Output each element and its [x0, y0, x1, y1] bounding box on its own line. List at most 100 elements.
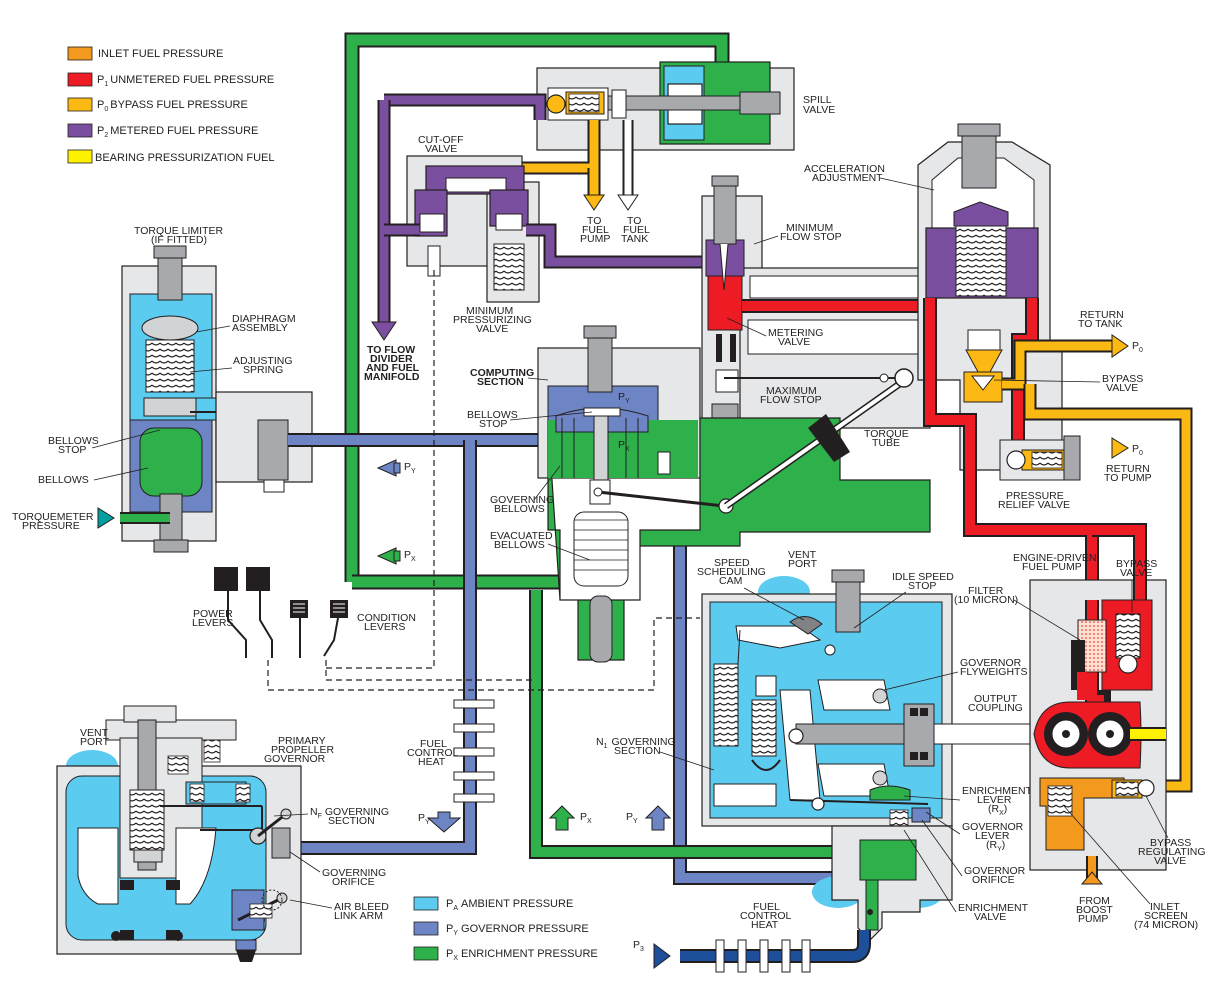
legend-label-bypass: BYPASS FUEL PRESSURE: [110, 99, 248, 111]
p3-line: P3 FUEL CONTROL HEAT: [633, 901, 871, 973]
label-relief-2: RELIEF VALVE: [998, 499, 1070, 511]
label-inlet-screen-2: SCREEN: [1144, 910, 1188, 922]
label-torque-tube-2: TUBE: [872, 437, 900, 449]
label-p: P: [404, 461, 411, 473]
label-idle-2: STOP: [908, 580, 936, 592]
label-p: P: [618, 439, 625, 451]
label-from-boost-3: PUMP: [1078, 913, 1108, 925]
label-relief-1: PRESSURE: [1006, 490, 1064, 502]
label-vent-port-l1: VENT: [80, 727, 109, 739]
label-idle-1: IDLE SPEED: [892, 571, 954, 583]
label-torquemeter-2: PRESSURE: [22, 520, 80, 532]
legend-item-bearing: BEARING PRESSURIZATION FUEL: [67, 149, 275, 164]
label-sub-x: X: [625, 446, 630, 453]
enrichment-lines-bottom: [529, 590, 850, 859]
label-power-2: LEVERS: [192, 617, 233, 629]
label-enrich-valve-1: ENRICHMENT: [958, 902, 1029, 914]
svg-text:PX: PX: [580, 811, 592, 825]
label-inlet-screen-1: INLET: [1150, 901, 1180, 913]
label-n1-prefix: N: [596, 736, 604, 748]
label-fuel-heat-b2: CONTROL: [740, 910, 791, 922]
label-cutoff-1: CUT-OFF: [418, 134, 464, 146]
legend-sub: 2: [104, 132, 108, 139]
label-condition-2: LEVERS: [364, 621, 405, 633]
label-bypass-reg-2: REGULATING: [1138, 846, 1205, 858]
legend-prefix: P: [97, 74, 104, 86]
label-vent-port-2: PORT: [788, 558, 818, 570]
legend-sub: X: [453, 955, 458, 962]
label-sub-3: 3: [640, 946, 644, 953]
label-adjusting-1: ADJUSTING: [233, 355, 293, 367]
legend-label-enrichment: ENRICHMENT PRESSURE: [461, 948, 598, 960]
fuel-control-heat-left: FUEL CONTROL HEAT PY: [407, 699, 495, 833]
label-p: P: [1132, 340, 1139, 352]
svg-text:PY: PY: [418, 812, 430, 826]
label-gov-orifice-r1: GOVERNOR: [964, 865, 1026, 877]
legend-prefix: P: [446, 948, 453, 960]
label-power-1: POWER: [193, 608, 233, 620]
label-accel-2: ADJUSTMENT: [812, 172, 883, 184]
label-r-close: ): [1002, 839, 1006, 851]
label-output-1: OUTPUT: [974, 693, 1018, 705]
label-p: P: [1132, 443, 1139, 455]
label-gov-orifice-l2: ORIFICE: [332, 876, 375, 888]
label-min-press-1: MINIMUM: [466, 305, 513, 317]
label-sub-0: 0: [1139, 347, 1143, 354]
svg-text:P0: P0: [1132, 443, 1143, 457]
label-return-pump-1: RETURN: [1106, 463, 1150, 475]
svg-text:P0: P0: [1132, 340, 1143, 354]
label-accel-1: ACCELERATION: [804, 163, 885, 175]
legend-sub: 0: [104, 106, 108, 113]
label-bellows: BELLOWS: [38, 474, 89, 486]
pump-gears: [1044, 712, 1132, 756]
label-to-flow-4: MANIFOLD: [364, 371, 420, 383]
cutoff-valve-assembly: CUT-OFF VALVE MINIMUM PRESSURIZING VALVE…: [364, 93, 710, 383]
legend-sub: Y: [453, 930, 458, 937]
label-to-fuel-tank-1: TO: [627, 215, 641, 227]
label-sub-y: Y: [425, 819, 430, 826]
bypass-to-pump-line: TO FUEL PUMP TO FUEL TANK: [520, 120, 650, 245]
label-metering-1: METERING: [768, 327, 823, 339]
svg-text:(RY): (RY): [986, 839, 1005, 853]
label-sub-y: Y: [411, 468, 416, 475]
label-speed-sched-3: CAM: [719, 575, 742, 587]
svg-text:(RX): (RX): [988, 803, 1007, 817]
label-gov-orifice-r2: ORIFICE: [972, 874, 1015, 886]
legend-label-unmetered: UNMETERED FUEL PRESSURE: [110, 74, 274, 86]
enrichment-line-top: [344, 32, 730, 590]
label-sub-x: X: [999, 810, 1004, 817]
label-return-pump-2: TO PUMP: [1104, 472, 1152, 484]
label-gov-fly-2: FLYWEIGHTS: [960, 666, 1027, 678]
label-to-fuel-pump-3: PUMP: [580, 233, 610, 245]
label-spill-valve-2: VALVE: [803, 104, 835, 116]
legend-prefix: P: [97, 99, 104, 111]
label-max-flow-2: FLOW STOP: [760, 394, 822, 406]
label-to-fuel-pump-2: FUEL: [582, 224, 609, 236]
label-max-flow-1: MAXIMUM: [766, 385, 817, 397]
label-evac-1: EVACUATED: [490, 530, 553, 542]
label-n1-gov-2: SECTION: [614, 745, 661, 757]
label-torque-tube-1: TORQUE: [864, 428, 909, 440]
svg-text:PX: PX: [618, 439, 630, 453]
label-to-fuel-pump-1: TO: [587, 215, 601, 227]
computing-section: COMPUTING SECTION PY PX BELLOWS STOP TOR…: [467, 325, 931, 663]
legend-prefix: P: [97, 125, 104, 137]
legend-label-metered: METERED FUEL PRESSURE: [110, 125, 258, 137]
label-sub-x: X: [411, 556, 416, 563]
label-bellows-stop-1: BELLOWS: [467, 409, 518, 421]
label-speed-sched-1: SPEED: [714, 557, 750, 569]
label-metering-2: VALVE: [778, 336, 810, 348]
